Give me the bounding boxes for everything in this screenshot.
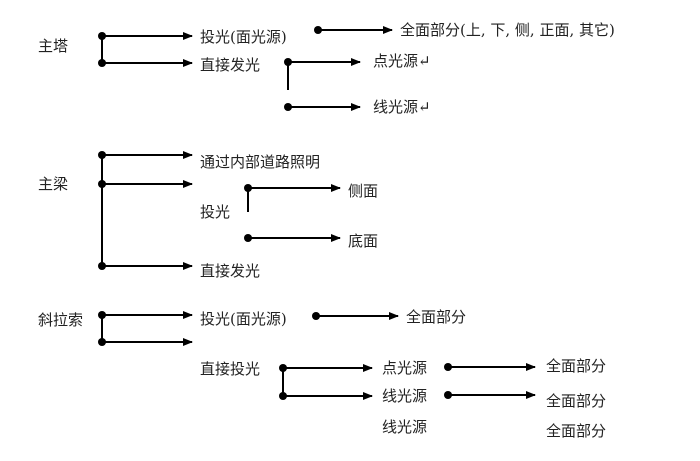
child-label: 线光源 xyxy=(382,418,427,436)
section-label: 斜拉索 xyxy=(38,311,83,329)
branch-label: 直接发光 xyxy=(200,262,260,280)
branch-label: 直接发光 xyxy=(200,56,260,74)
child-label: 侧面 xyxy=(348,182,378,200)
target-label: 全面部分(上, 下, 侧, 正面, 其它) xyxy=(400,21,615,39)
child-label: 点光源 xyxy=(382,359,427,377)
child-label: 点光源↵ xyxy=(373,52,431,70)
section-label: 主梁 xyxy=(38,175,68,193)
target-label: 全面部分 xyxy=(546,357,606,375)
branch-label: 投光 xyxy=(200,203,230,221)
section-stay-cable: 斜拉索 投光(面光源) 全面部分 直接投光 点光源 线光源 线光源 全面部分 全… xyxy=(38,308,606,440)
target-label: 全面部分 xyxy=(546,392,606,410)
branch-label: 直接投光 xyxy=(200,360,260,378)
section-label: 主塔 xyxy=(38,37,68,55)
section-main-tower: 主塔 投光(面光源) 全面部分(上, 下, 侧, 正面, 其它) 直接发光 点光… xyxy=(38,21,615,116)
target-label: 全面部分 xyxy=(546,422,606,440)
branch-label: 投光(面光源) xyxy=(200,310,287,328)
branch-label: 通过内部道路照明 xyxy=(200,153,320,171)
child-label: 线光源↵ xyxy=(373,98,431,116)
child-label: 底面 xyxy=(348,232,378,250)
child-label: 线光源 xyxy=(382,387,427,405)
section-main-girder: 主梁 通过内部道路照明 投光 侧面 底面 直接发光 xyxy=(38,151,378,280)
target-label: 全面部分 xyxy=(406,308,466,326)
branch-label: 投光(面光源) xyxy=(200,28,287,46)
